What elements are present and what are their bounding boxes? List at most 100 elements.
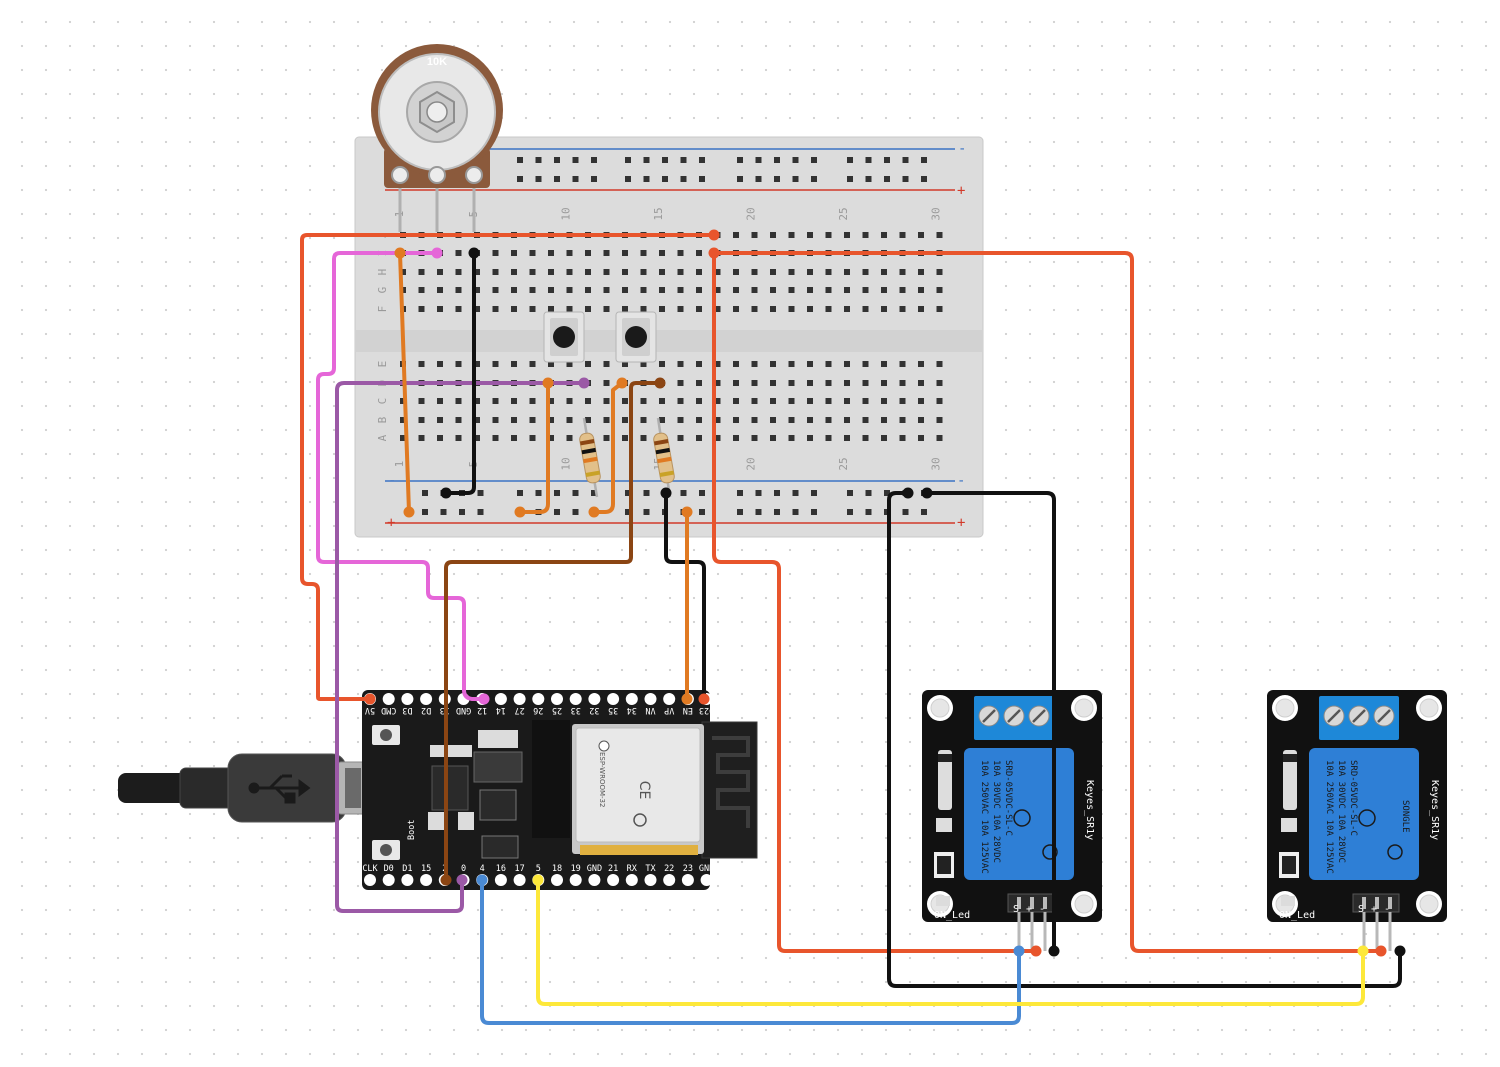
breadboard-hole[interactable] xyxy=(696,269,702,275)
breadboard-hole[interactable] xyxy=(437,306,443,312)
breadboard-hole[interactable] xyxy=(677,250,684,256)
breadboard-hole[interactable] xyxy=(603,398,610,404)
header-pin[interactable] xyxy=(513,874,526,886)
breadboard-hole[interactable] xyxy=(640,361,647,367)
header-pin[interactable] xyxy=(401,693,414,705)
breadboard-hole[interactable] xyxy=(862,435,869,441)
wire-pot-wiper-to-esp32[interactable] xyxy=(316,251,486,701)
header-pin[interactable] xyxy=(569,693,582,705)
rail-hole[interactable] xyxy=(440,509,447,515)
breadboard-hole[interactable] xyxy=(770,361,776,367)
breadboard-hole[interactable] xyxy=(936,287,943,293)
breadboard-hole[interactable] xyxy=(548,269,554,275)
header-pin[interactable] xyxy=(494,874,507,886)
breadboard-hole[interactable] xyxy=(492,287,499,293)
wire-ground-to-relay2[interactable] xyxy=(887,491,1402,988)
breadboard-hole[interactable] xyxy=(770,269,776,275)
breadboard-hole[interactable] xyxy=(844,361,850,367)
breadboard-hole[interactable] xyxy=(622,435,628,441)
breadboard-hole[interactable] xyxy=(640,435,647,441)
breadboard-hole[interactable] xyxy=(918,417,924,423)
wire-vcc-to-relay2[interactable] xyxy=(712,251,1383,953)
breadboard-hole[interactable] xyxy=(622,306,628,312)
rail-hole[interactable] xyxy=(643,157,650,163)
breadboard-hole[interactable] xyxy=(936,380,943,386)
breadboard-hole[interactable] xyxy=(825,417,832,423)
header-pin[interactable] xyxy=(607,874,620,886)
breadboard-hole[interactable] xyxy=(640,398,647,404)
header-pin[interactable] xyxy=(513,693,526,705)
breadboard-hole[interactable] xyxy=(862,269,869,275)
rail-hole[interactable] xyxy=(865,157,872,163)
breadboard-hole[interactable] xyxy=(899,269,906,275)
breadboard-hole[interactable] xyxy=(751,417,758,423)
rail-hole[interactable] xyxy=(572,490,579,496)
breadboard-hole[interactable] xyxy=(455,306,462,312)
breadboard-hole[interactable] xyxy=(677,435,684,441)
wire-pot-to-plus-rail[interactable] xyxy=(398,251,411,514)
breadboard-hole[interactable] xyxy=(807,380,813,386)
rail-hole[interactable] xyxy=(517,157,523,163)
breadboard-hole[interactable] xyxy=(437,287,443,293)
breadboard-hole[interactable] xyxy=(659,287,665,293)
breadboard-hole[interactable] xyxy=(788,306,795,312)
rail-hole[interactable] xyxy=(792,509,799,515)
breadboard-hole[interactable] xyxy=(585,398,591,404)
rail-hole[interactable] xyxy=(625,509,631,515)
breadboard-hole[interactable] xyxy=(844,287,850,293)
breadboard-hole[interactable] xyxy=(770,287,776,293)
breadboard-hole[interactable] xyxy=(714,361,721,367)
rail-hole[interactable] xyxy=(625,176,631,182)
breadboard-hole[interactable] xyxy=(418,269,425,275)
rail-hole[interactable] xyxy=(792,157,799,163)
breadboard-hole[interactable] xyxy=(862,417,869,423)
breadboard-hole[interactable] xyxy=(677,269,684,275)
resistor-1[interactable] xyxy=(579,417,601,498)
breadboard-hole[interactable] xyxy=(881,417,887,423)
rail-hole[interactable] xyxy=(921,157,927,163)
breadboard-hole[interactable] xyxy=(751,435,758,441)
wire-button1-to-plus-rail[interactable] xyxy=(518,381,550,514)
breadboard-hole[interactable] xyxy=(418,306,425,312)
breadboard-hole[interactable] xyxy=(696,361,702,367)
breadboard-hole[interactable] xyxy=(622,361,628,367)
breadboard-hole[interactable] xyxy=(603,250,610,256)
breadboard-hole[interactable] xyxy=(844,232,850,238)
rail-hole[interactable] xyxy=(662,176,668,182)
breadboard-hole[interactable] xyxy=(807,398,813,404)
rail-hole[interactable] xyxy=(572,157,579,163)
header-pin[interactable] xyxy=(382,693,395,705)
rail-hole[interactable] xyxy=(680,490,687,496)
breadboard-hole[interactable] xyxy=(474,287,480,293)
breadboard-hole[interactable] xyxy=(788,398,795,404)
breadboard-hole[interactable] xyxy=(825,380,832,386)
rail-hole[interactable] xyxy=(535,176,542,182)
breadboard-hole[interactable] xyxy=(603,287,610,293)
breadboard-hole[interactable] xyxy=(585,417,591,423)
breadboard-hole[interactable] xyxy=(918,287,924,293)
rail-hole[interactable] xyxy=(811,509,817,515)
breadboard-hole[interactable] xyxy=(529,361,536,367)
breadboard-hole[interactable] xyxy=(455,398,462,404)
breadboard-hole[interactable] xyxy=(918,361,924,367)
breadboard-hole[interactable] xyxy=(899,287,906,293)
breadboard-hole[interactable] xyxy=(511,435,517,441)
rail-hole[interactable] xyxy=(865,509,872,515)
breadboard-hole[interactable] xyxy=(862,232,869,238)
breadboard-hole[interactable] xyxy=(659,306,665,312)
header-pin[interactable] xyxy=(569,874,582,886)
rail-hole[interactable] xyxy=(774,509,780,515)
rail-hole[interactable] xyxy=(699,157,705,163)
breadboard-hole[interactable] xyxy=(455,361,462,367)
rail-hole[interactable] xyxy=(865,176,872,182)
potentiometer[interactable]: 10K xyxy=(371,44,503,232)
breadboard-hole[interactable] xyxy=(437,269,443,275)
rail-hole[interactable] xyxy=(477,490,484,496)
breadboard-hole[interactable] xyxy=(899,380,906,386)
breadboard-hole[interactable] xyxy=(455,435,462,441)
breadboard-hole[interactable] xyxy=(437,361,443,367)
rail-hole[interactable] xyxy=(884,157,890,163)
breadboard-hole[interactable] xyxy=(936,269,943,275)
breadboard-hole[interactable] xyxy=(751,306,758,312)
rail-hole[interactable] xyxy=(737,176,743,182)
